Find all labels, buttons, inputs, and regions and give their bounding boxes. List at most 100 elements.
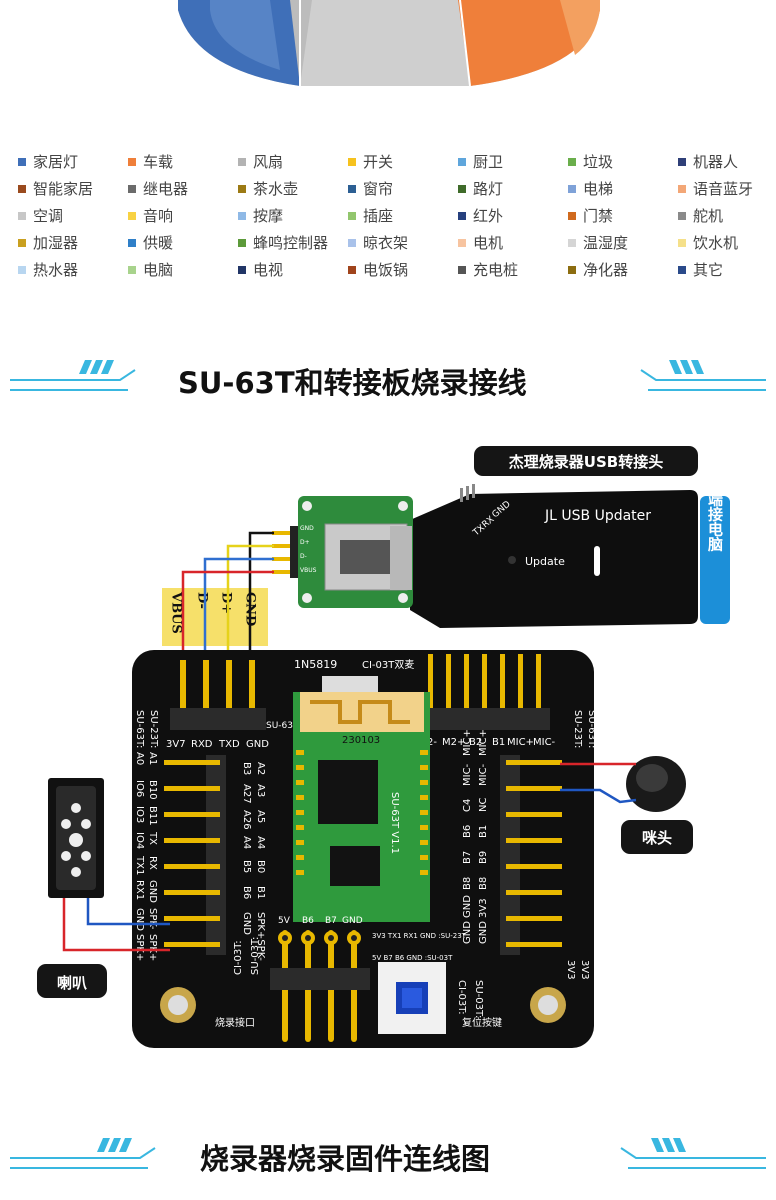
legend-item: 晾衣架 [348,233,458,252]
legend-swatch [128,184,136,193]
legend-swatch [18,211,26,220]
legend-label: 电视 [253,261,284,279]
legend-item: 热水器 [18,260,128,279]
legend-item: 饮水机 [678,233,776,252]
svg-text:SU-63T:: SU-63T: [586,710,597,748]
svg-text:IO3: IO3 [134,806,145,823]
adapter-title: 杰理烧录器USB转接头 [509,453,663,471]
legend-item: 继电器 [128,179,238,198]
svg-text:SU-63T:: SU-63T: [134,710,145,748]
svg-text:3V3: 3V3 [478,898,489,918]
legend-swatch [568,265,576,274]
legend-label: 饮水机 [693,234,739,252]
legend-item: 垃圾 [568,152,678,171]
svg-text:3V3: 3V3 [579,960,590,980]
legend-item: 语音蓝牙 [678,179,776,198]
legend-label: 热水器 [33,261,79,279]
svg-text:RX: RX [147,856,158,870]
svg-text:B3: B3 [241,762,252,775]
legend-label: 继电器 [143,180,189,198]
pie-slice-gray [300,0,470,86]
adapter-title-pill [474,446,698,476]
legend-item: 供暖 [128,233,238,252]
legend-swatch [458,184,466,193]
legend-label: 电梯 [583,180,614,198]
legend-item: 窗帘 [348,179,458,198]
legend-item: 风扇 [238,152,348,171]
legend-swatch [238,211,246,220]
svg-text:GND: GND [147,880,158,903]
legend-swatch [678,184,686,193]
legend-swatch [458,211,466,220]
legend-item: 电视 [238,260,348,279]
svg-text:A26: A26 [241,810,252,830]
legend-label: 温湿度 [583,234,629,252]
legend-item: 按摩 [238,206,348,225]
svg-text:B7: B7 [325,916,337,926]
legend-item: 家居灯 [18,152,128,171]
pc-side-label-box [700,496,730,624]
legend-item: 门禁 [568,206,678,225]
svg-text:TXD: TXD [218,739,240,750]
burn-port-header[interactable] [270,968,370,990]
update-label: Update [525,555,565,568]
svg-text:VBUS: VBUS [300,567,317,574]
legend-label: 垃圾 [583,153,614,171]
mic-label: 咪头 [642,829,672,847]
legend-item: 充电桩 [458,260,568,279]
svg-text:IO6: IO6 [134,780,145,797]
svg-text:TX1: TX1 [134,855,145,875]
svg-text:SPK+: SPK+ [147,934,158,961]
legend-swatch [128,238,136,247]
legend-item: 温湿度 [568,233,678,252]
legend-item: 空调 [18,206,128,225]
legend-label: 智能家居 [33,180,94,198]
pie-chart-fragment [178,0,600,87]
legend-swatch [18,157,26,166]
svg-text:B8: B8 [478,877,489,890]
legend-label: 充电桩 [473,261,519,279]
svg-text:B1: B1 [478,825,489,838]
board-top-label: CI-03T双麦 [362,659,414,671]
legend-swatch [238,238,246,247]
legend-item: 车载 [128,152,238,171]
svg-text:B9: B9 [478,851,489,864]
legend-item: 机器人 [678,152,776,171]
svg-text:B5: B5 [241,860,252,873]
update-button[interactable] [508,556,516,564]
svg-text:SPK+: SPK+ [134,934,145,961]
main-chip [318,760,378,824]
legend-item: 加湿器 [18,233,128,252]
svg-text:MIC-: MIC- [462,763,473,786]
svg-text:MIC+: MIC+ [478,729,489,756]
svg-text:D-: D- [195,592,210,609]
legend-label: 插座 [363,207,394,225]
pie-slice-orange [450,0,600,86]
legend-item: 电机 [458,233,568,252]
svg-text:A2: A2 [255,762,266,775]
svg-text:SU-03T:: SU-03T: [473,980,484,1018]
svg-text:MIC+: MIC+ [507,737,534,748]
svg-text:B10: B10 [147,780,158,800]
legend-item: 开关 [348,152,458,171]
legend-label: 舵机 [693,207,724,225]
device-label: JL USB Updater [544,508,651,524]
legend-swatch [678,265,686,274]
jl-usb-updater [410,490,698,628]
legend-item: 电脑 [128,260,238,279]
svg-text:M2+: M2+ [442,737,465,748]
legend-swatch [458,238,466,247]
legend-swatch [678,157,686,166]
legend-label: 供暖 [143,234,174,252]
svg-text:A3: A3 [255,784,266,797]
header-decoration-2 [10,1138,766,1169]
svg-text:MIC+: MIC+ [462,729,473,756]
svg-text:GND: GND [246,739,269,750]
legend-item: 插座 [348,206,458,225]
legend-swatch [128,265,136,274]
legend-label: 开关 [363,153,394,171]
svg-text:5V B7 B6 GND :SU-03T: 5V B7 B6 GND :SU-03T [372,954,453,962]
wiring-diagram: 杰理烧录器USB转接头 JL USB Updater Update GND RX… [37,446,730,1048]
svg-text:B1: B1 [492,737,505,748]
legend-item: 红外 [458,206,568,225]
